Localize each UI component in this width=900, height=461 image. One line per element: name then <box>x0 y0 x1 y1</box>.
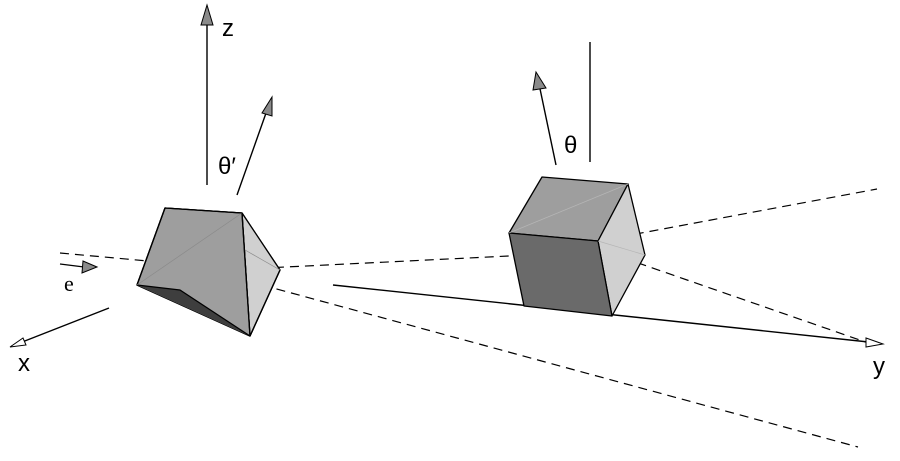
theta-prime-arrowhead <box>261 95 273 117</box>
y-axis-label: y <box>873 353 885 380</box>
left-cube <box>136 207 281 337</box>
theta-arrowhead <box>532 70 547 91</box>
left-cube-edge-front-right <box>241 212 251 337</box>
right-cube-diagonal-side <box>597 240 646 256</box>
left-cube-edge-left <box>136 207 166 286</box>
left-cube-front-upper <box>137 213 250 336</box>
theta-label: θ <box>564 132 577 159</box>
x-axis-label: x <box>18 350 30 377</box>
right-cube-front-face <box>508 232 613 317</box>
dashed-line-right-lower <box>594 247 878 347</box>
z-axis-arrowhead <box>200 3 214 26</box>
left-cube-diagonal-side <box>244 249 281 271</box>
left-cube-lower-face <box>137 285 250 336</box>
left-cube-diagonal-front <box>136 212 243 286</box>
left-cube-edge-top <box>164 207 243 214</box>
right-cube <box>508 176 646 317</box>
dashed-line-right-upper <box>619 188 878 238</box>
theta-prime-arrow-line <box>236 98 272 196</box>
e-arrowhead <box>81 260 99 274</box>
x-axis-arrowhead <box>9 337 27 348</box>
y-axis-arrowhead <box>865 337 885 348</box>
dashed-line-bottom <box>261 284 859 448</box>
left-cube-lower-edge <box>136 284 251 337</box>
theta-prime-label: θ′ <box>218 153 236 180</box>
z-axis-label: z <box>222 15 234 42</box>
x-axis-line <box>11 307 110 347</box>
e-arrow-line <box>59 263 85 268</box>
right-cube-diagonal-top <box>508 183 629 234</box>
left-cube-edge-bottom-right <box>249 269 281 337</box>
theta-arrow-line <box>538 83 557 166</box>
e-label: e <box>64 271 74 296</box>
